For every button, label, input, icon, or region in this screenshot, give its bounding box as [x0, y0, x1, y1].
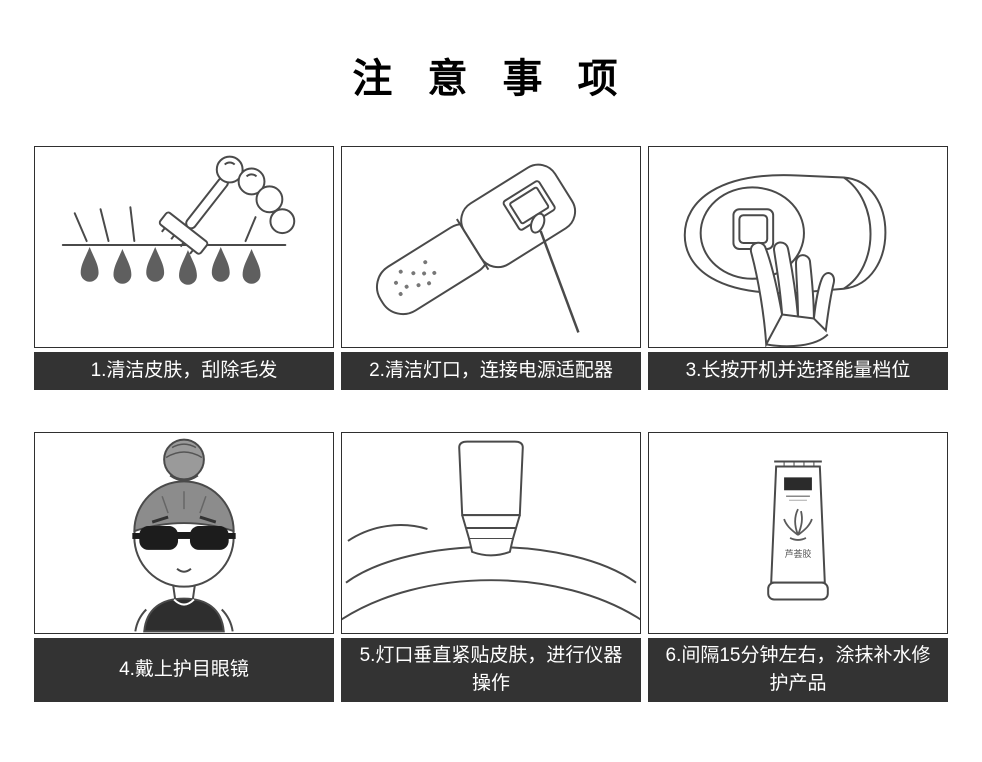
goggles-girl-illustration — [132, 438, 236, 633]
step-caption-3: 3.长按开机并选择能量档位 — [648, 352, 948, 390]
hand-fingers — [215, 155, 296, 235]
power-on-illustration — [683, 174, 887, 347]
pressing-hand — [749, 241, 835, 347]
brand-logo — [784, 477, 812, 491]
arms — [134, 608, 234, 632]
shaving-illustration — [61, 155, 296, 285]
aloe-sketch — [783, 508, 813, 541]
neck — [172, 584, 196, 599]
step-card-3: 3.长按开机并选择能量档位 — [648, 146, 948, 390]
step-caption-6: 6.间隔15分钟左右，涂抹补水修护产品 — [648, 638, 948, 702]
tube-label: 芦荟胶 — [785, 548, 812, 559]
step-caption-5: 5.灯口垂直紧贴皮肤，进行仪器操作 — [341, 638, 641, 702]
step-caption-4: 4.戴上护目眼镜 — [34, 638, 334, 702]
step-card-1: 1.清洁皮肤，刮除毛发 — [34, 146, 334, 390]
step-card-5: 5.灯口垂直紧贴皮肤，进行仪器操作 — [341, 432, 641, 702]
razor-icon — [158, 176, 229, 255]
girl-figure — [132, 438, 236, 633]
illustration-box-2 — [341, 146, 641, 348]
tube-cap — [767, 581, 829, 601]
illustration-box-5 — [341, 432, 641, 634]
step-card-4: 4.戴上护目眼镜 — [34, 432, 334, 702]
eyebrows — [151, 515, 217, 524]
illustration-box-6: 芦荟胶 — [648, 432, 948, 634]
step-card-2: 2.清洁灯口，连接电源适配器 — [341, 146, 641, 390]
ipl-device-outline — [375, 163, 577, 316]
hair-bun — [163, 438, 205, 481]
gel-tube: 芦荟胶 — [767, 460, 829, 601]
protective-goggles — [132, 526, 236, 550]
power-button — [738, 214, 769, 245]
hair-follicle-drops — [80, 247, 261, 285]
mouth — [176, 567, 192, 573]
illustration-box-4 — [34, 432, 334, 634]
cotton-swab — [530, 212, 580, 333]
illustration-box-1 — [34, 146, 334, 348]
step-caption-2: 2.清洁灯口，连接电源适配器 — [341, 352, 641, 390]
illustration-box-3 — [648, 146, 948, 348]
step-card-6: 芦荟胶 6.间隔15分钟左右，涂抹补水修护产品 — [648, 432, 948, 702]
lamp-cleaning-illustration — [375, 163, 580, 333]
skin-line — [61, 206, 287, 247]
device-top-view — [683, 174, 887, 295]
page-title: 注 意 事 项 — [352, 57, 630, 101]
steps-grid: 1.清洁皮肤，刮除毛发 — [0, 146, 982, 702]
step-caption-1: 1.清洁皮肤，刮除毛发 — [34, 352, 334, 390]
device-vertical — [458, 440, 524, 557]
gel-tube-illustration: 芦荟胶 — [767, 460, 829, 601]
tank-top — [143, 597, 225, 633]
device-on-skin-illustration — [342, 440, 640, 621]
vent-dots — [393, 260, 437, 296]
